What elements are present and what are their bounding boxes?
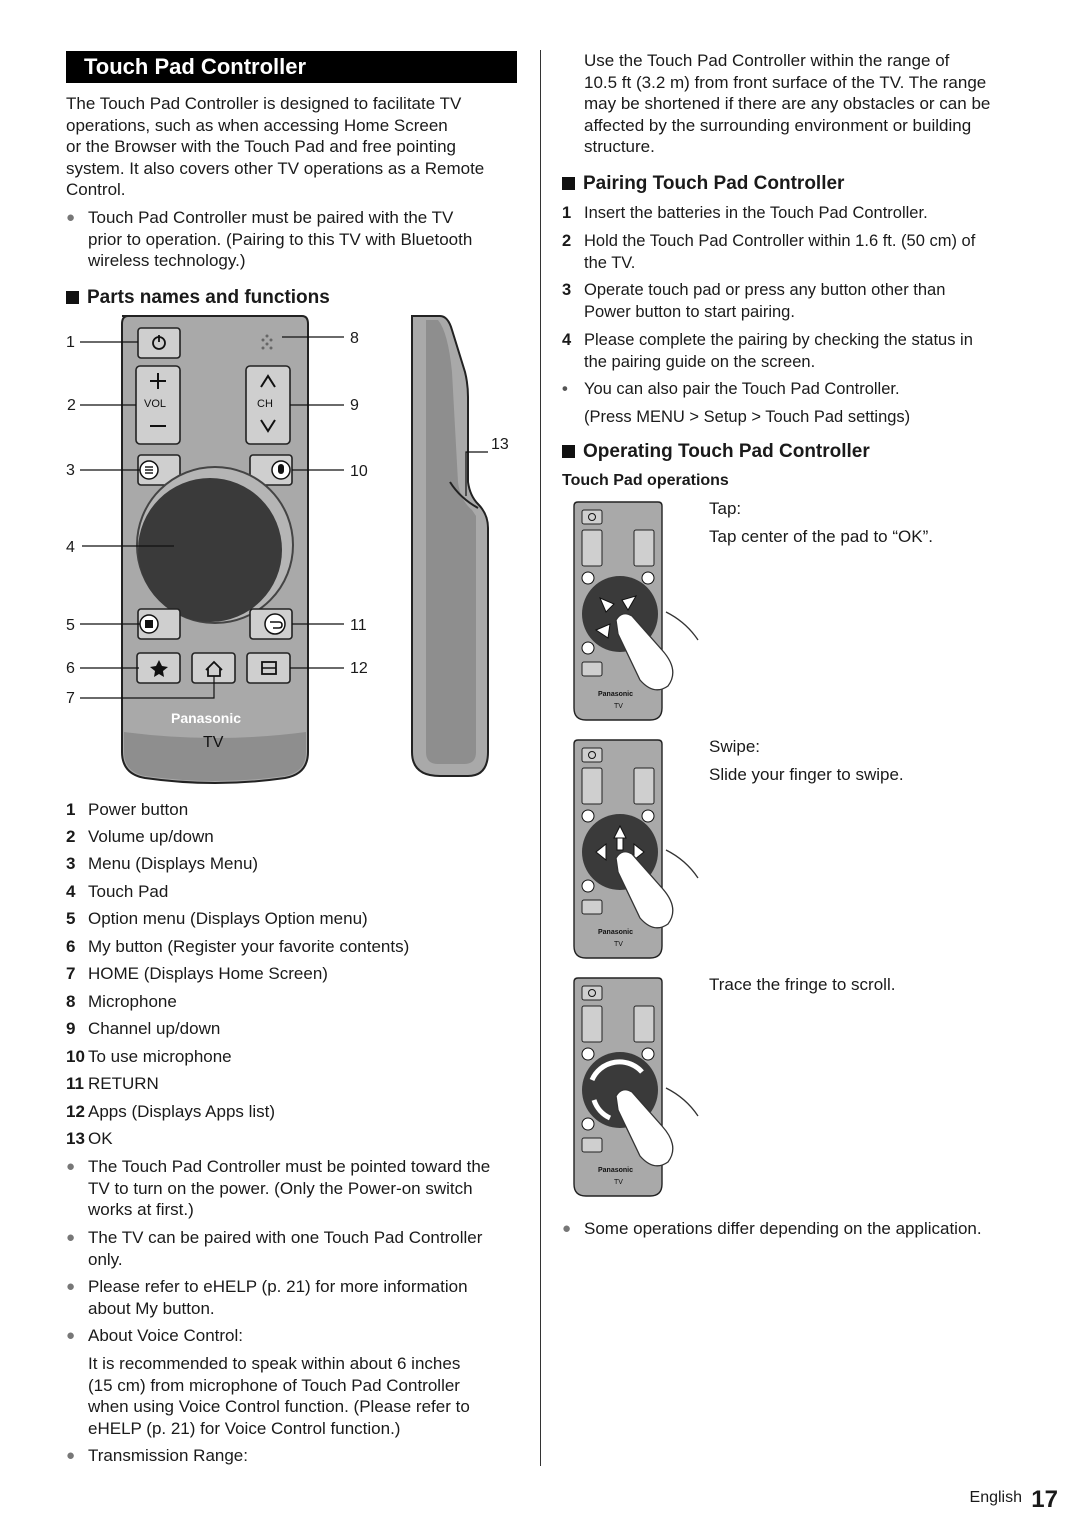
intro-line: operations, such as when accessing Home … (66, 115, 448, 135)
page-title: Touch Pad Controller (84, 54, 307, 79)
bullet-icon: ● (66, 1327, 76, 1344)
pairing-heading: Pairing Touch Pad Controller (562, 172, 844, 196)
power-button-graphic (137, 327, 181, 359)
vol-label: VOL (144, 398, 167, 410)
footer-language: English (969, 1489, 1022, 1506)
bullet-icon: ● (66, 1278, 76, 1295)
callout-number: 4 (66, 539, 75, 556)
tap-title: Tap: (709, 499, 742, 518)
intro-paragraph: The Touch Pad Controller is designed to … (66, 93, 526, 201)
microphone-holes (261, 334, 273, 350)
note-line: prior to operation. (Pairing to this TV … (88, 229, 473, 249)
final-note: ● Some operations differ depending on th… (562, 1219, 982, 1238)
svg-text:TV: TV (614, 1179, 623, 1186)
callout-number: 1 (66, 334, 75, 351)
svg-text:Panasonic: Panasonic (598, 1167, 633, 1174)
intro-line: or the Browser with the Touch Pad and fr… (66, 137, 456, 156)
touch-ops-heading: Touch Pad operations (562, 472, 729, 489)
note-line: Touch Pad Controller must be paired with… (88, 208, 454, 227)
callout-number: 11 (350, 617, 367, 634)
section-title-bar: Touch Pad Controller (66, 51, 517, 83)
bullet-icon: ● (562, 1220, 572, 1237)
ch-label: CH (257, 398, 273, 410)
intro-line: The Touch Pad Controller is designed to … (66, 94, 462, 113)
svg-text:Panasonic: Panasonic (598, 929, 633, 936)
callout-number: 6 (66, 660, 75, 677)
touch-pad-graphic (138, 478, 282, 622)
voice-control-text: It is recommended to speak within about … (88, 1354, 470, 1438)
parts-heading: Parts names and functions (66, 286, 330, 310)
bullet-icon: ● (66, 1229, 76, 1246)
tap-desc: Tap center of the pad to “OK”. (709, 527, 933, 546)
parts-heading-text: Parts names and functions (87, 287, 330, 308)
scroll-desc: Trace the fringe to scroll. (709, 975, 896, 994)
note-line: wireless technology.) (88, 251, 246, 270)
callout-number: 8 (350, 330, 359, 347)
remote-illustration (80, 315, 489, 784)
note-item: ● The Touch Pad Controller must be point… (66, 1157, 491, 1219)
callout-number: 10 (350, 463, 368, 480)
bullet-icon: ● (66, 1158, 76, 1175)
page-number: 17 (1031, 1486, 1058, 1513)
swipe-title: Swipe: (709, 737, 761, 756)
svg-text:Panasonic: Panasonic (598, 691, 633, 698)
callout-number: 5 (66, 617, 75, 634)
bullet-icon: ● (66, 209, 76, 226)
square-bullet-icon (562, 445, 575, 458)
svg-text:TV: TV (614, 941, 623, 948)
range-text: Use the Touch Pad Controller within the … (584, 51, 991, 156)
column-divider (540, 50, 541, 1466)
callout-number: 13 (491, 436, 509, 453)
operating-heading: Operating Touch Pad Controller (562, 440, 870, 464)
intro-line: Control. (66, 180, 126, 199)
note-item: ● About Voice Control: (66, 1326, 243, 1345)
intro-line: system. It also covers other TV operatio… (66, 158, 485, 178)
note-item: ● The TV can be paired with one Touch Pa… (66, 1228, 483, 1269)
pairing-note: ● Touch Pad Controller must be paired wi… (66, 207, 526, 273)
note-item: ● Please refer to eHELP (p. 21) for more… (66, 1277, 468, 1318)
tv-label: TV (203, 734, 224, 751)
square-bullet-icon (66, 291, 79, 304)
callout-number: 12 (350, 660, 368, 677)
swipe-desc: Slide your finger to swipe. (709, 765, 904, 784)
callout-number: 7 (66, 690, 75, 707)
callout-number: 9 (350, 397, 359, 414)
svg-text:TV: TV (614, 703, 623, 710)
swipe-illustration: Panasonic TV (573, 739, 699, 959)
scroll-illustration: Panasonic TV (573, 977, 699, 1197)
bullet-icon: ● (66, 1447, 76, 1464)
tap-illustration: Panasonic TV (573, 501, 699, 721)
brand-logo: Panasonic (171, 710, 242, 726)
square-bullet-icon (562, 177, 575, 190)
note-item: ● Transmission Range: (66, 1446, 248, 1465)
callout-number: 2 (67, 397, 76, 414)
callout-number: 3 (66, 462, 75, 479)
